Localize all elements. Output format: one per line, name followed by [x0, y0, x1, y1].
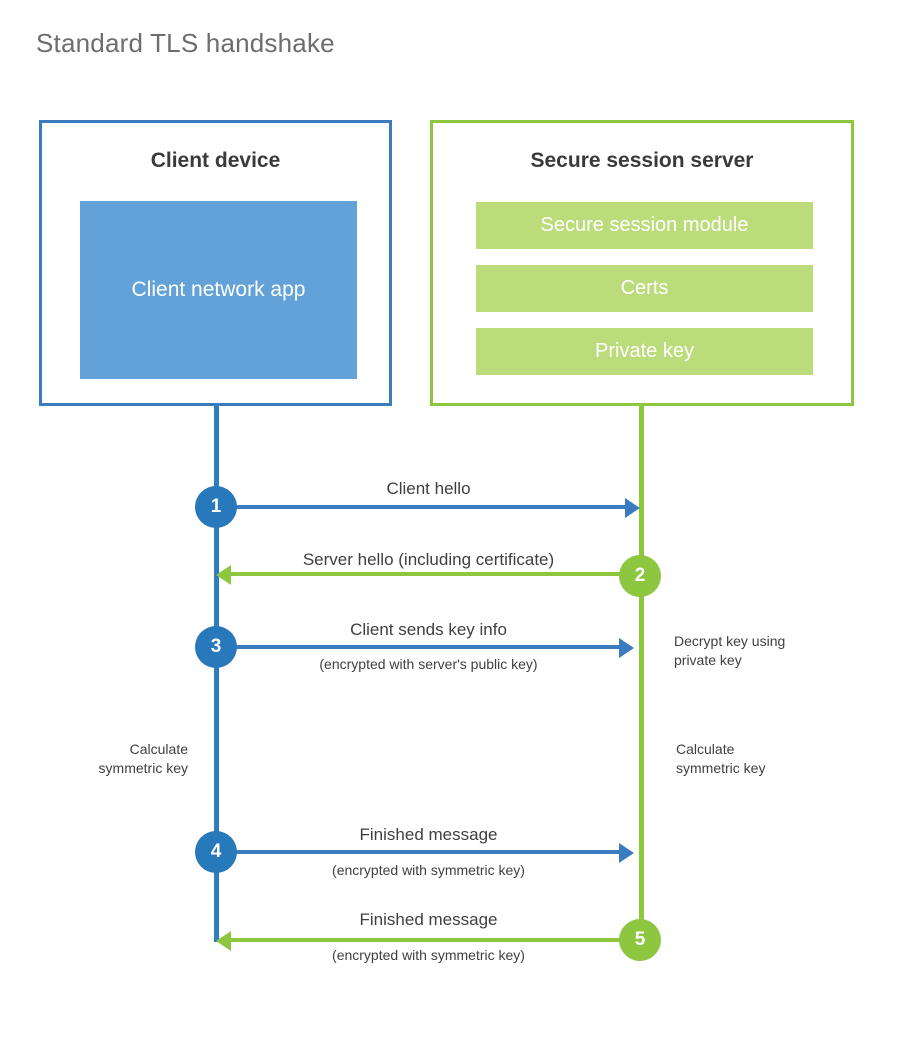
step-3-arrow-head	[619, 638, 634, 658]
page-title: Standard TLS handshake	[36, 28, 335, 58]
step-1-arrow-head	[625, 498, 640, 518]
step-3-message-sublabel: (encrypted with server's public key)	[319, 656, 538, 672]
step-4-message-sublabel: (encrypted with symmetric key)	[332, 862, 525, 878]
client-device-box: Client device Client network app	[39, 120, 392, 406]
step-5-message-label: Finished message	[359, 910, 498, 929]
server-component-secure-session-module: Secure session module	[476, 202, 813, 249]
step-2-message-label: Server hello (including certificate)	[302, 550, 555, 569]
step-1-arrow-line	[216, 505, 626, 509]
step-marker-5: 5	[619, 919, 661, 961]
step-5-arrow-line	[231, 938, 625, 942]
step-2-arrow-line	[231, 572, 641, 576]
step-1-message-label: Client hello	[386, 479, 471, 498]
step-4-arrow-head	[619, 843, 634, 863]
step-4-message-label: Finished message	[359, 825, 498, 844]
server-component-private-key: Private key	[476, 328, 813, 375]
secure-session-server-box: Secure session server Secure session mod…	[430, 120, 854, 406]
decrypt-key-note: Decrypt key using private key	[674, 633, 786, 668]
step-3-message-label: Client sends key info	[350, 620, 507, 639]
step-marker-3: 3	[195, 626, 237, 668]
step-2-arrow-head	[216, 565, 231, 585]
client-lifeline	[214, 406, 219, 942]
client-network-app-block: Client network app	[80, 201, 357, 379]
step-marker-1: 1	[195, 486, 237, 528]
step-4-arrow-line	[216, 850, 620, 854]
server-lifeline	[639, 406, 644, 934]
step-5-arrow-head	[216, 931, 231, 951]
step-marker-4: 4	[195, 831, 237, 873]
client-calculate-symmetric-key-note: Calculate symmetric key	[98, 741, 188, 776]
step-3-arrow-line	[216, 645, 620, 649]
server-calculate-symmetric-key-note: Calculate symmetric key	[676, 741, 766, 776]
secure-session-server-title: Secure session server	[530, 149, 754, 172]
step-marker-2: 2	[619, 555, 661, 597]
client-device-title: Client device	[150, 149, 281, 172]
server-component-certs: Certs	[476, 265, 813, 312]
step-5-message-sublabel: (encrypted with symmetric key)	[332, 947, 525, 963]
